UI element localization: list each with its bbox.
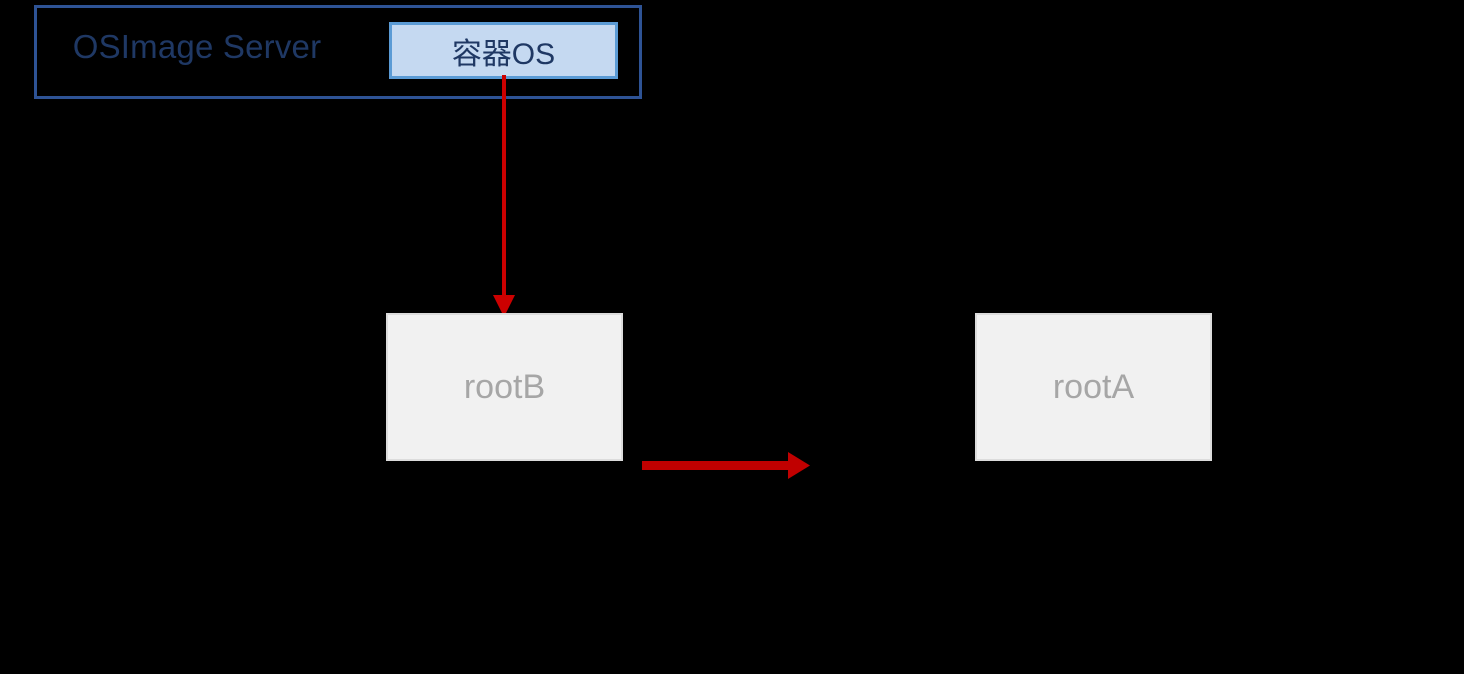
arrow-rootb-to-roota [642,452,810,479]
roota-node[interactable]: rootA [975,313,1212,461]
container-os-label: 容器OS [451,37,556,71]
rootb-node[interactable]: rootB [386,313,623,461]
arrow-containeros-to-rootb [493,75,515,317]
osimage-server-title: OSImage Server [72,28,322,65]
roota-label: rootA [1052,368,1135,406]
osimage-server-container [34,5,642,99]
rootb-label: rootB [463,368,546,406]
container-os-node[interactable]: 容器OS [389,22,618,79]
